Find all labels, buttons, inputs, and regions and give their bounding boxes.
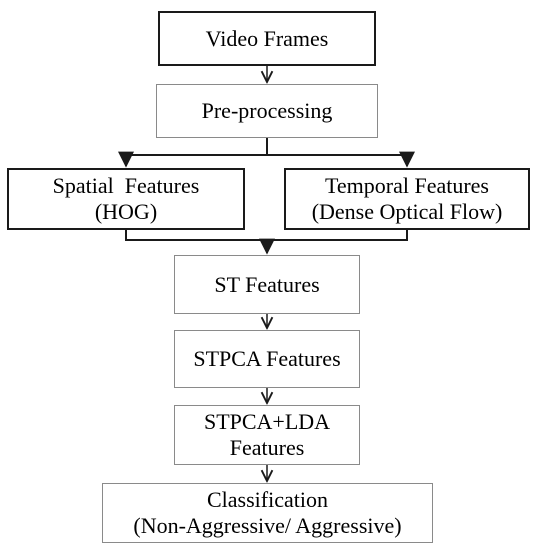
node-stpca-features: STPCA Features	[174, 330, 360, 388]
node-stpca-lda-features-label: STPCA+LDA	[203, 409, 331, 434]
node-temporal-features-sublabel: (Dense Optical Flow)	[311, 199, 503, 224]
edge-pre-processing-split	[126, 138, 407, 156]
node-spatial-features: Spatial Features (HOG)	[7, 168, 245, 230]
node-stpca-features-label: STPCA Features	[193, 346, 341, 371]
node-st-features-label: ST Features	[214, 271, 320, 297]
node-stpca-lda-features-sublabel: Features	[229, 435, 305, 460]
node-classification: Classification (Non-Aggressive/ Aggressi…	[102, 483, 433, 543]
node-pre-processing-label: Pre-processing	[201, 98, 333, 123]
node-classification-sublabel: (Non-Aggressive/ Aggressive)	[133, 513, 402, 538]
node-classification-label: Classification	[207, 487, 328, 512]
node-spatial-features-label: Spatial Features	[52, 173, 200, 198]
node-spatial-features-sublabel: (HOG)	[94, 199, 158, 224]
edge-features-merge	[125, 230, 408, 241]
node-temporal-features: Temporal Features (Dense Optical Flow)	[284, 168, 530, 230]
node-pre-processing: Pre-processing	[156, 84, 378, 138]
node-temporal-features-label: Temporal Features	[324, 173, 489, 198]
node-video-frames: Video Frames	[158, 11, 376, 66]
node-st-features: ST Features	[174, 255, 360, 314]
node-video-frames-label: Video Frames	[205, 25, 329, 51]
node-stpca-lda-features: STPCA+LDA Features	[174, 405, 360, 465]
